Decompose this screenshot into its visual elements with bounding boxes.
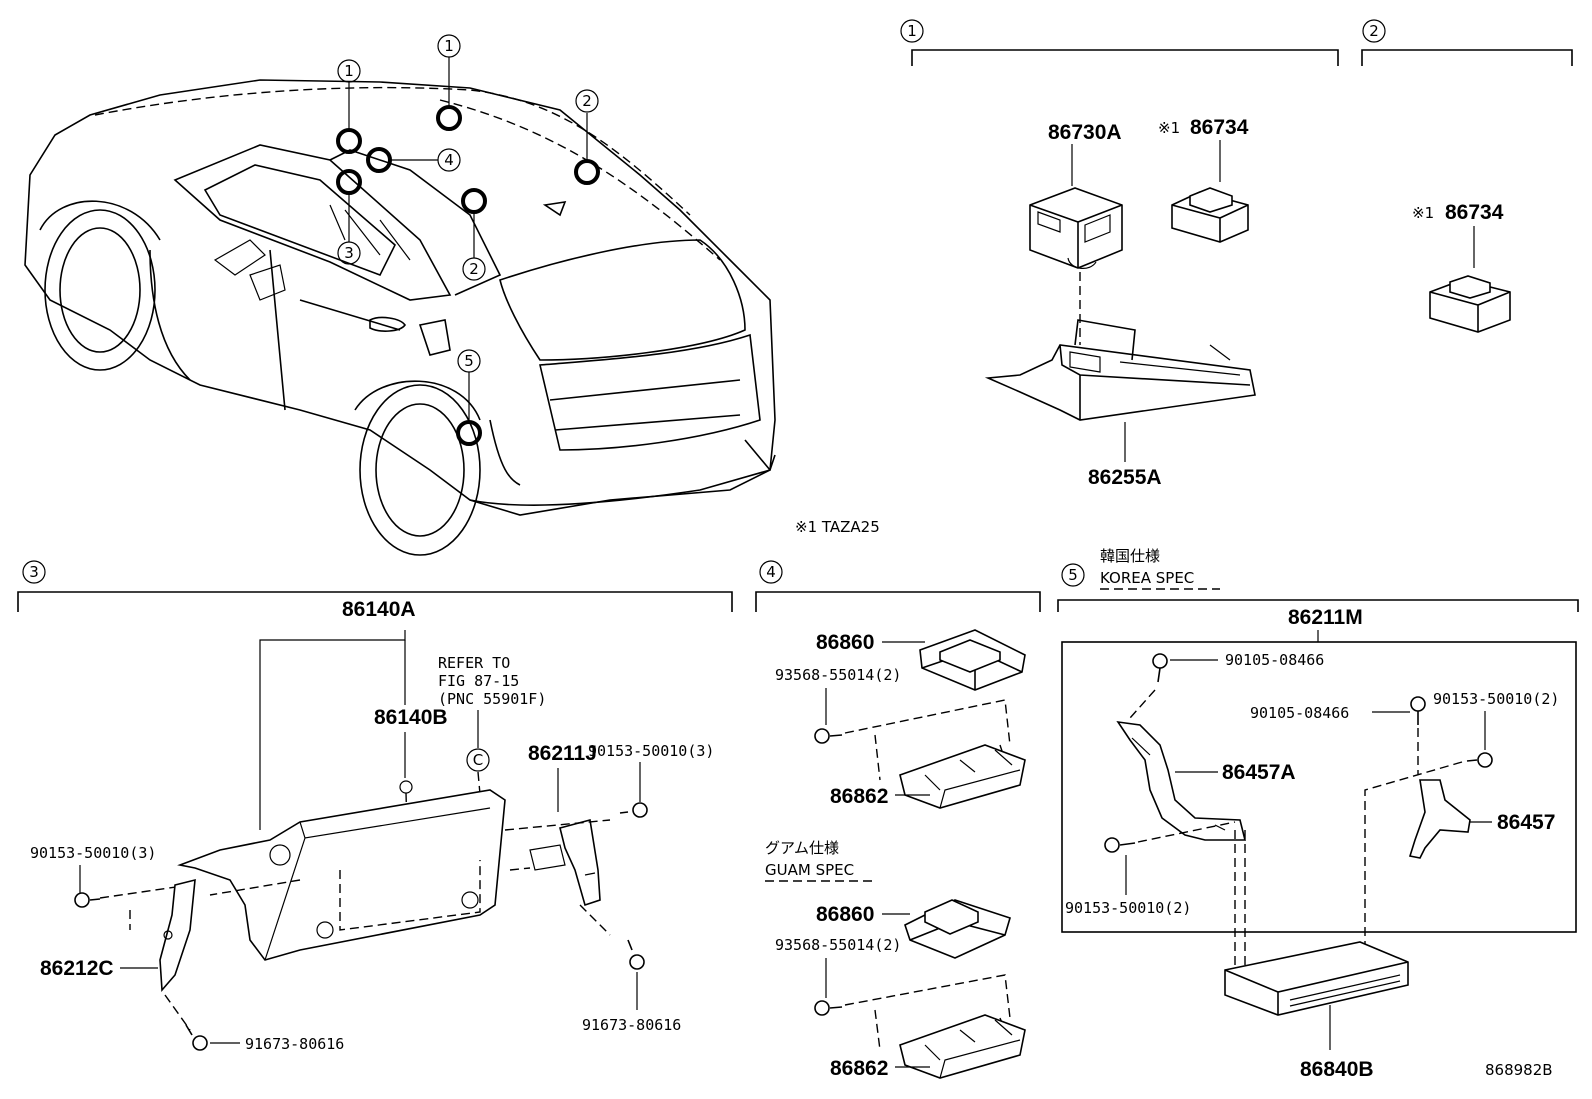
bolt-icon-left xyxy=(74,892,101,908)
label-86212C: 86212C xyxy=(40,957,114,980)
refer-c: C xyxy=(473,751,483,769)
section-3: 3 86140A 86140B REFER TO FIG 87-15 (PNC … xyxy=(17,560,733,1053)
part-86255A xyxy=(984,319,1256,421)
part-86457 xyxy=(1408,779,1471,859)
label-86457: 86457 xyxy=(1497,811,1555,834)
bolt-91673-right: 91673-80616 xyxy=(582,1016,681,1034)
label-86860-a: 86860 xyxy=(816,631,874,654)
part-86457A xyxy=(1116,720,1247,841)
callout-1b: 1 xyxy=(444,37,454,55)
assembly-box xyxy=(1061,641,1577,933)
callout-4: 4 xyxy=(444,151,454,169)
label-86734-b: 86734 xyxy=(1445,201,1504,224)
bolt-91673-left: 91673-80616 xyxy=(245,1035,344,1053)
section-2: 2 ※1 86734 xyxy=(1361,19,1573,333)
mark-1b: ※1 xyxy=(1412,204,1434,222)
bolt-icon-5b xyxy=(1410,696,1426,725)
part-86730A xyxy=(1029,187,1123,269)
bolt-icon-right xyxy=(619,802,648,818)
label-86734-a: 86734 xyxy=(1190,116,1249,139)
bolt-90153-2-right: 90153-50010(2) xyxy=(1433,690,1559,708)
label-86457A: 86457A xyxy=(1222,761,1296,784)
svg-text:3: 3 xyxy=(29,563,39,581)
bolt-90153-3-left: 90153-50010(3) xyxy=(30,844,156,862)
refer-fig: FIG 87-15 xyxy=(438,672,519,690)
callout-2a: 2 xyxy=(582,92,592,110)
svg-text:4: 4 xyxy=(766,563,776,581)
section-5: 5 韓国仕様 KOREA SPEC 86211M 90105-08466 901… xyxy=(1057,547,1579,1081)
bolt-93568-b: 93568-55014(2) xyxy=(775,936,901,954)
bolt-icon-5c xyxy=(1466,752,1493,768)
bolt-93568-a: 93568-55014(2) xyxy=(775,666,901,684)
bolt-90153-2-left: 90153-50010(2) xyxy=(1065,899,1191,917)
part-86862-a xyxy=(899,744,1026,809)
label-86211J: 86211J xyxy=(528,742,597,765)
part-86212C xyxy=(159,878,196,992)
bolt-icon-4a xyxy=(814,728,843,744)
label-86730A: 86730A xyxy=(1048,121,1122,144)
guam-jp: グアム仕様 xyxy=(765,839,839,857)
callout-3: 3 xyxy=(344,244,354,262)
part-86840B xyxy=(1224,941,1409,1016)
svg-text:2: 2 xyxy=(1369,22,1379,40)
note-taza25: ※1 TAZA25 xyxy=(795,518,880,536)
vehicle-illustration: 1 1 4 3 2 2 5 xyxy=(24,34,776,556)
part-86860-b xyxy=(904,899,1011,959)
bolt-90105-b: 90105-08466 xyxy=(1250,704,1349,722)
figure-id: 868982B xyxy=(1485,1061,1553,1079)
bolt-90105-a: 90105-08466 xyxy=(1225,651,1324,669)
label-86140A: 86140A xyxy=(342,598,416,621)
svg-text:5: 5 xyxy=(1068,566,1078,584)
callout-2b: 2 xyxy=(469,260,479,278)
refer-pnc: (PNC 55901F) xyxy=(438,690,546,708)
label-86840B: 86840B xyxy=(1300,1058,1374,1081)
label-86862-b: 86862 xyxy=(830,1057,888,1080)
bolt-icon-5a xyxy=(1152,653,1168,683)
korea-en: KOREA SPEC xyxy=(1100,569,1194,587)
label-86140B: 86140B xyxy=(374,706,448,729)
svg-text:1: 1 xyxy=(907,22,917,40)
guam-en: GUAM SPEC xyxy=(765,861,854,879)
part-86140A xyxy=(177,789,506,961)
part-86862-b xyxy=(899,1014,1026,1079)
bolt-icon-bottom-left xyxy=(185,1024,208,1051)
callout-1a: 1 xyxy=(344,62,354,80)
part-86860-a xyxy=(919,629,1026,691)
section-4: 4 86860 93568-55014(2) 86862 グアム仕様 GUAM … xyxy=(755,560,1041,1080)
bolt-icon-bottom-right xyxy=(627,939,645,970)
refer-to: REFER TO xyxy=(438,654,510,672)
label-86211M: 86211M xyxy=(1288,606,1363,629)
bolt-90153-3-right: 90153-50010(3) xyxy=(588,742,714,760)
label-86862-a: 86862 xyxy=(830,785,888,808)
mark-1: ※1 xyxy=(1158,119,1180,137)
label-86860-b: 86860 xyxy=(816,903,874,926)
part-86211J xyxy=(529,818,601,907)
part-86734-a xyxy=(1171,187,1249,243)
bolt-icon-4b xyxy=(814,1000,843,1016)
callout-5: 5 xyxy=(464,352,474,370)
korea-jp: 韓国仕様 xyxy=(1100,547,1160,565)
part-86734-b xyxy=(1429,275,1511,333)
bolt-icon-5d xyxy=(1104,837,1136,853)
section-1: 1 86730A ※1 86734 86255A xyxy=(900,19,1339,489)
label-86255A: 86255A xyxy=(1088,466,1162,489)
